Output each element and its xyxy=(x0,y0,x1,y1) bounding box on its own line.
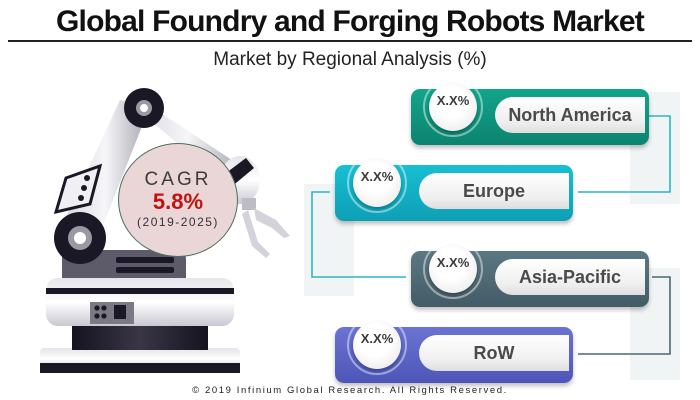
region-card-row: X.X% RoW xyxy=(335,315,573,383)
page-title: Global Foundry and Forging Robots Market xyxy=(56,5,645,38)
cagr-period: (2019-2025) xyxy=(137,215,219,229)
copyright-footer: © 2019 Infinium Global Research. All Rig… xyxy=(192,385,508,396)
region-value: X.X% xyxy=(353,321,401,369)
region-card-north-america: X.X% North America xyxy=(411,77,649,145)
region-value: X.X% xyxy=(429,83,477,131)
region-card-europe: X.X% Europe xyxy=(335,153,573,221)
region-ring xyxy=(347,153,407,213)
title-underline xyxy=(8,40,692,42)
page-subtitle: Market by Regional Analysis (%) xyxy=(213,49,487,70)
region-value: X.X% xyxy=(429,245,477,293)
cagr-value: 5.8% xyxy=(152,189,204,214)
region-ring xyxy=(423,77,483,137)
cagr-label: CAGR xyxy=(144,169,212,190)
region-label: Europe xyxy=(419,173,569,209)
region-value: X.X% xyxy=(353,159,401,207)
region-ring xyxy=(423,239,483,299)
region-ring xyxy=(347,315,407,375)
region-label: North America xyxy=(495,97,645,133)
region-label: Asia-Pacific xyxy=(495,259,645,295)
cagr-badge: CAGR 5.8% (2019-2025) xyxy=(118,143,238,257)
region-label: RoW xyxy=(419,335,569,371)
region-card-asia-pacific: X.X% Asia-Pacific xyxy=(411,239,649,307)
